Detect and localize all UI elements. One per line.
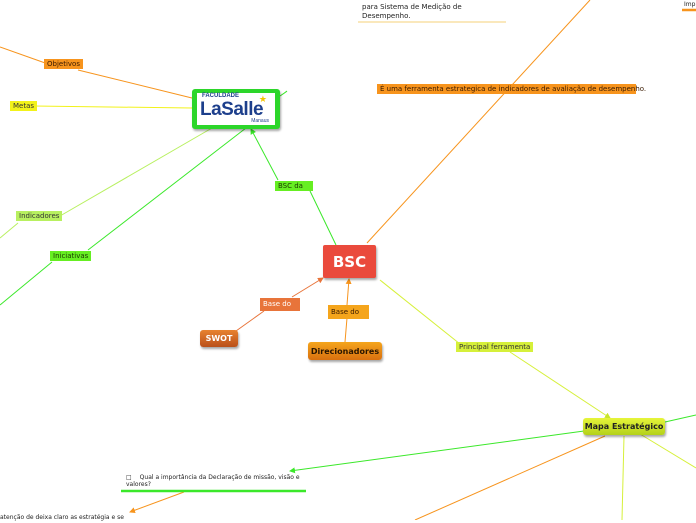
logo-main-text: LaSalle [200, 99, 264, 120]
top-note-line1: para Sistema de Medição de [362, 3, 462, 11]
question-note[interactable]: □Qual a importância da Declaração de mis… [126, 474, 302, 488]
lasalle-logo: FACULDADE LaSalle ★ Manaus [197, 93, 275, 125]
swot-node[interactable]: SWOT [200, 330, 238, 347]
direcionadores-node[interactable]: Direcionadores [308, 342, 382, 360]
bsc-node[interactable]: BSC [323, 245, 376, 278]
bottom-note[interactable]: atenção de deixa claro as estratégia e s… [0, 514, 124, 521]
label-iniciativas[interactable]: Iniciativas [50, 251, 92, 261]
question-text: Qual a importância da Declaração de miss… [126, 474, 300, 488]
bullet-icon: □ [126, 474, 132, 481]
top-note-line2: Desempenho. [362, 11, 411, 20]
label-metas[interactable]: Metas [10, 101, 38, 111]
logo-top-text: FACULDADE [202, 93, 239, 99]
label-base-do-swot[interactable]: Base do [260, 298, 300, 311]
lasalle-logo-node[interactable]: FACULDADE LaSalle ★ Manaus [192, 89, 280, 129]
star-icon: ★ [258, 95, 267, 105]
label-objetivos[interactable]: Objetivos [44, 59, 83, 69]
label-principal-ferramenta[interactable]: Principal ferramenta [456, 342, 534, 352]
label-indicadores[interactable]: Indicadores [16, 211, 63, 221]
mapa-estrategico-node[interactable]: Mapa Estratégico [583, 418, 665, 435]
logo-sub-text: Manaus [251, 118, 269, 124]
top-note: para Sistema de Medição de Desempenho. [362, 0, 502, 20]
label-bsc-da[interactable]: BSC da [275, 181, 313, 191]
label-imp[interactable]: Imp [684, 1, 696, 8]
label-base-do-direcionadores[interactable]: Base do [328, 305, 369, 319]
label-ferramenta[interactable]: É uma ferramenta estrategica de indicado… [377, 84, 646, 94]
